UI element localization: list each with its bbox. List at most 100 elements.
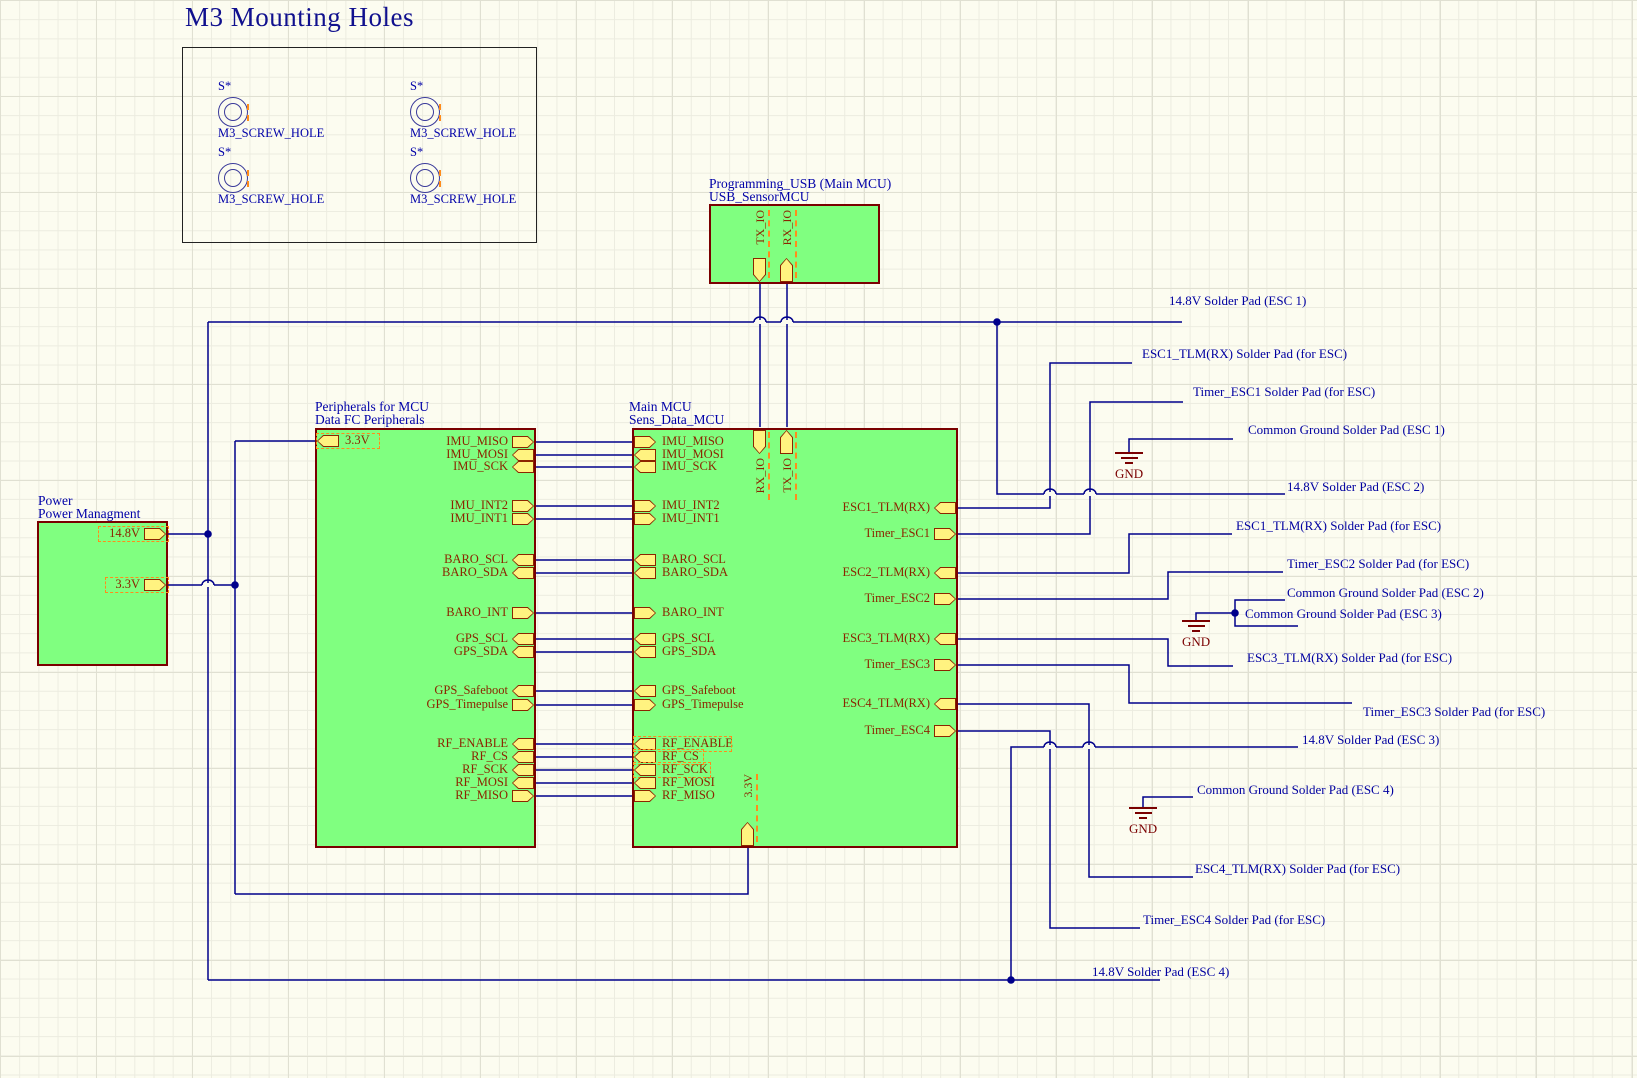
main-mcu-pin-timer-esc1[interactable]	[934, 528, 956, 540]
wire[interactable]	[235, 848, 749, 895]
pin-fill	[635, 450, 655, 460]
power-designator: Power Power Managment	[38, 493, 141, 521]
pin-fill	[513, 752, 533, 762]
programming-usb-pin-rx-io[interactable]	[780, 258, 793, 282]
pin-fill	[513, 450, 533, 460]
peripherals-pin-baro-scl[interactable]	[512, 554, 534, 566]
peripherals-pin-imu-int1[interactable]	[512, 513, 534, 525]
gnd-label: GND	[1129, 821, 1158, 836]
wire-hop-arc[interactable]	[201, 579, 215, 586]
solder-pad-net-label: Timer_ESC1 Solder Pad (for ESC)	[1193, 384, 1376, 399]
main-mcu-pin-esc4-tlm-rx-[interactable]	[934, 698, 956, 710]
wire[interactable]	[1128, 438, 1233, 452]
programming-usb-block[interactable]	[709, 204, 880, 284]
peripherals-pin-baro-int[interactable]	[512, 607, 534, 619]
main-mcu-pin-rf-miso[interactable]	[634, 790, 656, 802]
wire[interactable]	[958, 730, 1140, 929]
main-mcu-pin-esc1-tlm-rx-[interactable]	[934, 502, 956, 514]
peripherals-block[interactable]	[315, 428, 536, 848]
peripherals-pin-label: IMU_INT2	[450, 498, 508, 512]
peripherals-pin-rf-enable[interactable]	[512, 738, 534, 750]
wire-hop-arc[interactable]	[1043, 488, 1057, 495]
main-mcu-pin-gps-sda[interactable]	[634, 646, 656, 658]
main-mcu-pin-rf-enable[interactable]	[634, 738, 656, 750]
main-mcu-pin-rf-mosi[interactable]	[634, 777, 656, 789]
wire[interactable]	[958, 571, 1283, 600]
pin-fill	[754, 431, 765, 453]
wire[interactable]	[958, 401, 1183, 535]
wire[interactable]	[958, 638, 1233, 667]
peripherals-pin-gps-sda[interactable]	[512, 646, 534, 658]
mounting-holes-box[interactable]	[182, 47, 537, 243]
main-mcu-pin-tx-io[interactable]	[780, 430, 793, 454]
power-block[interactable]	[37, 521, 168, 666]
peripherals-pin-rf-sck[interactable]	[512, 764, 534, 776]
peripherals-pin-rf-mosi[interactable]	[512, 777, 534, 789]
power-pin-14-8v[interactable]	[144, 528, 166, 540]
main-mcu-pin-label: RF_ENABLE	[662, 736, 733, 750]
main-mcu-pin-label: RF_CS	[662, 749, 699, 763]
peripherals-pin-rf-cs[interactable]	[512, 751, 534, 763]
main-mcu-pin-rx-io[interactable]	[753, 430, 766, 454]
wire[interactable]	[958, 664, 1352, 704]
wire[interactable]	[958, 362, 1132, 509]
power-pin-3-3v[interactable]	[144, 579, 166, 591]
main-mcu-pin-rf-sck[interactable]	[634, 764, 656, 776]
wire[interactable]	[996, 322, 1285, 495]
junction-dot	[1231, 609, 1239, 617]
main-mcu-pin-imu-int2[interactable]	[634, 500, 656, 512]
wire[interactable]	[1010, 746, 1298, 980]
peripherals-pin-imu-miso[interactable]	[512, 436, 534, 448]
screw-hole-label: M3_SCREW_HOLE	[410, 192, 517, 206]
main-mcu-pin-gps-safeboot[interactable]	[634, 685, 656, 697]
main-mcu-pin-gps-timepulse[interactable]	[634, 699, 656, 711]
wire[interactable]	[958, 533, 1232, 574]
main-mcu-pin-imu-miso[interactable]	[634, 436, 656, 448]
wire-hop-mask	[781, 320, 793, 324]
peripherals-pin-gps-safeboot[interactable]	[512, 685, 534, 697]
solder-pad-net-label: Timer_ESC2 Solder Pad (for ESC)	[1287, 556, 1470, 571]
main-mcu-pin-timer-esc2[interactable]	[934, 593, 956, 605]
main-mcu-pin-3-3v[interactable]	[741, 822, 754, 846]
main-mcu-pin-timer-esc4[interactable]	[934, 725, 956, 737]
peripherals-pin-imu-int2[interactable]	[512, 500, 534, 512]
peripherals-pin-gps-timepulse[interactable]	[512, 699, 534, 711]
main-mcu-pin-baro-sda[interactable]	[634, 567, 656, 579]
wire[interactable]	[1195, 612, 1235, 620]
peripherals-pin-baro-sda[interactable]	[512, 567, 534, 579]
main-mcu-pin-imu-mosi[interactable]	[634, 449, 656, 461]
peripherals-pin-imu-sck[interactable]	[512, 461, 534, 473]
pin-fill	[635, 568, 655, 578]
wire[interactable]	[1234, 613, 1298, 627]
pin-fill	[635, 765, 655, 775]
peripherals-pin-3-3v[interactable]	[317, 435, 339, 447]
programming-usb-pin-tx-io[interactable]	[753, 258, 766, 282]
wire[interactable]	[958, 703, 1193, 878]
main-mcu-pin-rf-cs[interactable]	[634, 751, 656, 763]
main-mcu-pin-baro-int[interactable]	[634, 607, 656, 619]
main-mcu-pin-gps-scl[interactable]	[634, 633, 656, 645]
gnd-bar	[1187, 625, 1205, 627]
wire-hop-arc[interactable]	[1043, 741, 1057, 748]
screw-hole-label: M3_SCREW_HOLE	[218, 192, 325, 206]
main-mcu-pin-label: Timer_ESC3	[864, 657, 930, 671]
junction-dot	[231, 581, 239, 589]
wire[interactable]	[1142, 796, 1193, 807]
main-mcu-pin-timer-esc3[interactable]	[934, 659, 956, 671]
pin-fill	[935, 634, 955, 644]
wire-hop-arc[interactable]	[780, 316, 794, 323]
main-mcu-pin-imu-sck[interactable]	[634, 461, 656, 473]
main-mcu-pin-imu-int1[interactable]	[634, 513, 656, 525]
main-mcu-pin-esc3-tlm-rx-[interactable]	[934, 633, 956, 645]
wire-hop-arc[interactable]	[1083, 488, 1097, 495]
main-mcu-pin-label: IMU_MISO	[662, 434, 724, 448]
main-mcu-pin-esc2-tlm-rx-[interactable]	[934, 567, 956, 579]
wire-hop-arc[interactable]	[1082, 741, 1096, 748]
main-mcu-pin-baro-scl[interactable]	[634, 554, 656, 566]
peripherals-pin-rf-miso[interactable]	[512, 790, 534, 802]
wire-hop-mask	[1083, 745, 1095, 749]
wire-hop-arc[interactable]	[753, 316, 767, 323]
peripherals-pin-gps-scl[interactable]	[512, 633, 534, 645]
wire[interactable]	[1234, 599, 1285, 613]
peripherals-pin-imu-mosi[interactable]	[512, 449, 534, 461]
